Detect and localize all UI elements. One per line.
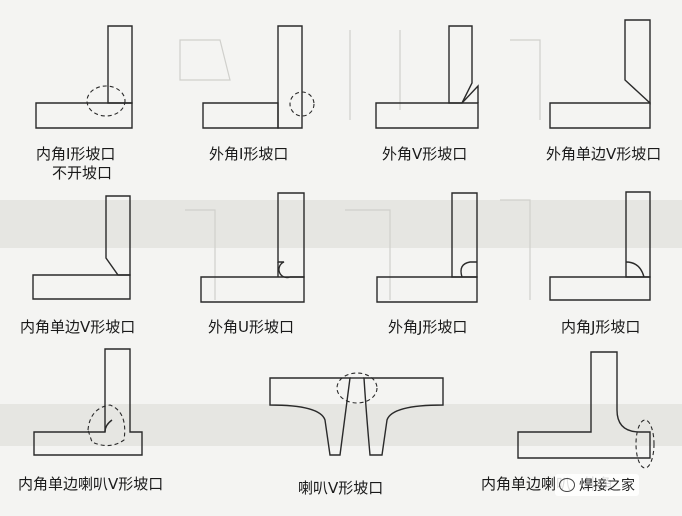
joint-outer-j-groove [376, 192, 478, 303]
background-show-through [0, 30, 682, 446]
label-flare-v-groove: 喇叭V形坡口 [298, 479, 384, 497]
label-inner-single-flare: 内角单边喇叭 [481, 475, 572, 493]
label-inner-single-flare-v-groove: 内角单边喇叭V形坡口 [18, 475, 164, 493]
joint-inner-single-flare-outer [517, 351, 655, 469]
joint-flare-v-groove [269, 372, 444, 456]
label-inner-i-groove: 内角I形坡口 [36, 145, 116, 163]
label-inner-j-groove: 内角J形坡口 [561, 318, 641, 336]
wechat-icon [559, 478, 575, 492]
label-outer-single-v-groove: 外角单边V形坡口 [546, 145, 662, 163]
joint-inner-i-groove [35, 25, 133, 129]
joint-inner-single-v-groove [32, 195, 131, 300]
joint-outer-u-groove [200, 192, 305, 303]
label-outer-v-groove: 外角V形坡口 [382, 145, 468, 163]
joint-outer-v-groove [375, 25, 479, 129]
sublabel-no-groove: 不开坡口 [52, 164, 113, 182]
label-outer-j-groove: 外角J形坡口 [388, 318, 468, 336]
watermark-text: 焊接之家 [579, 478, 635, 494]
joint-outer-i-groove [202, 25, 315, 129]
joint-inner-j-groove [549, 191, 651, 301]
joint-inner-single-flare-v-groove [33, 348, 143, 456]
label-inner-single-v-groove: 内角单边V形坡口 [20, 318, 136, 336]
watermark: 焊接之家 [555, 474, 639, 496]
label-outer-u-groove: 外角U形坡口 [208, 318, 294, 336]
label-outer-i-groove: 外角I形坡口 [209, 145, 289, 163]
joint-outer-single-v-groove [549, 19, 651, 129]
